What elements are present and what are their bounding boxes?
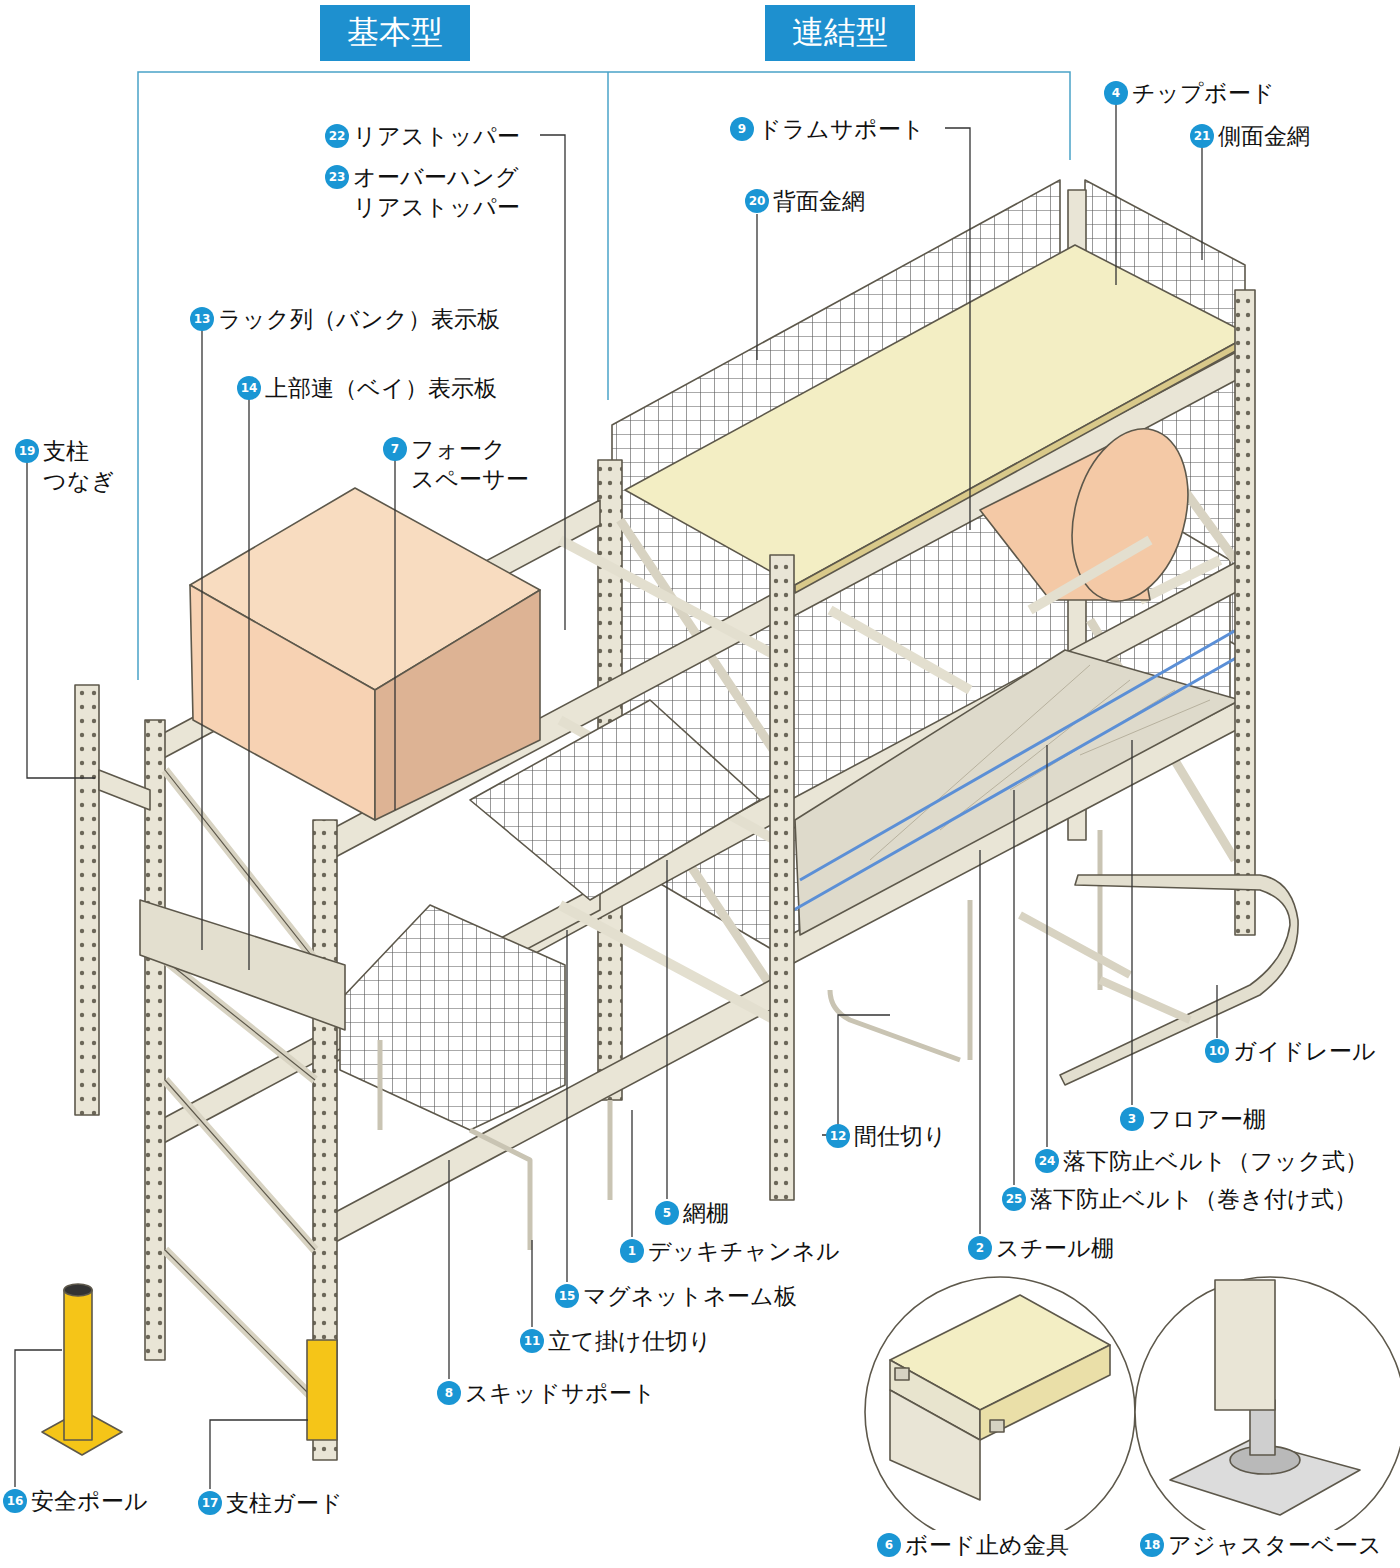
callout-number: 5 bbox=[655, 1201, 679, 1225]
part-name: 支柱ガード bbox=[226, 1488, 343, 1518]
callout: 5網棚 bbox=[655, 1198, 729, 1228]
type-header-box: 連結型 bbox=[765, 5, 915, 61]
callout-number: 4 bbox=[1104, 81, 1128, 105]
callout: 25落下防止ベルト（巻き付け式） bbox=[1002, 1184, 1357, 1214]
callout: 4チップボード bbox=[1104, 78, 1275, 108]
callout: 21側面金網 bbox=[1190, 121, 1310, 151]
part-name: 間仕切り bbox=[854, 1121, 947, 1151]
callout-number: 22 bbox=[325, 124, 349, 148]
callout-number: 12 bbox=[826, 1124, 850, 1148]
callout: 12間仕切り bbox=[826, 1121, 947, 1151]
callout: 24落下防止ベルト（フック式） bbox=[1035, 1146, 1368, 1176]
callout: 20背面金網 bbox=[745, 186, 865, 216]
part-name: フロアー棚 bbox=[1148, 1104, 1266, 1134]
callout-number: 14 bbox=[237, 376, 261, 400]
callout: 15マグネットネーム板 bbox=[555, 1281, 797, 1311]
callout-number: 19 bbox=[15, 439, 39, 463]
part-name: フォーク スペーサー bbox=[411, 434, 533, 494]
callout: 1デッキチャンネル bbox=[620, 1236, 840, 1266]
callout: 8スキッドサポート bbox=[437, 1378, 656, 1408]
callout-number: 3 bbox=[1120, 1107, 1144, 1131]
part-name: デッキチャンネル bbox=[648, 1236, 840, 1266]
callout-number: 11 bbox=[520, 1329, 544, 1353]
part-name: ドラムサポート bbox=[758, 114, 925, 144]
callout: 23オーバーハング リアストッパー bbox=[325, 162, 521, 222]
header-text: 連結型 bbox=[792, 11, 888, 55]
header-text: 基本型 bbox=[347, 11, 443, 55]
callout: 19支柱 つなぎ bbox=[15, 436, 117, 496]
callout-number: 15 bbox=[555, 1284, 579, 1308]
callout: 7フォーク スペーサー bbox=[383, 434, 533, 494]
callout: 6ボード止め金具 bbox=[877, 1530, 1069, 1560]
part-name: スキッドサポート bbox=[465, 1378, 656, 1408]
callout: 11立て掛け仕切り bbox=[520, 1326, 712, 1356]
callout: 10ガイドレール bbox=[1205, 1036, 1376, 1066]
callout-number: 18 bbox=[1140, 1533, 1164, 1557]
callout-number: 16 bbox=[3, 1489, 27, 1513]
part-name: 落下防止ベルト（巻き付け式） bbox=[1030, 1184, 1357, 1214]
callout-number: 24 bbox=[1035, 1149, 1059, 1173]
part-name: 背面金網 bbox=[773, 186, 865, 216]
callout: 2スチール棚 bbox=[968, 1233, 1114, 1263]
part-name: 安全ポール bbox=[31, 1486, 148, 1516]
part-name: ラック列（バンク）表示板 bbox=[218, 304, 500, 334]
part-name: リアストッパー bbox=[353, 121, 520, 151]
part-name: チップボード bbox=[1132, 78, 1275, 108]
callout: 17支柱ガード bbox=[198, 1488, 343, 1518]
callout: 9ドラムサポート bbox=[730, 114, 925, 144]
callout-number: 21 bbox=[1190, 124, 1214, 148]
part-name: アジャスターベース bbox=[1168, 1530, 1382, 1560]
part-name: 支柱 つなぎ bbox=[43, 436, 117, 496]
callout-number: 9 bbox=[730, 117, 754, 141]
callout: 22リアストッパー bbox=[325, 121, 520, 151]
part-name: 網棚 bbox=[683, 1198, 729, 1228]
callout: 14上部連（ベイ）表示板 bbox=[237, 373, 497, 403]
callout: 18アジャスターベース bbox=[1140, 1530, 1382, 1560]
part-name: マグネットネーム板 bbox=[583, 1281, 797, 1311]
callout-number: 6 bbox=[877, 1533, 901, 1557]
callout-number: 23 bbox=[325, 165, 349, 189]
part-name: スチール棚 bbox=[996, 1233, 1114, 1263]
callout-number: 13 bbox=[190, 307, 214, 331]
callout-number: 25 bbox=[1002, 1187, 1026, 1211]
callout-number: 2 bbox=[968, 1236, 992, 1260]
callout: 3フロアー棚 bbox=[1120, 1104, 1266, 1134]
part-name: オーバーハング リアストッパー bbox=[353, 162, 521, 222]
callout-number: 1 bbox=[620, 1239, 644, 1263]
callout-number: 7 bbox=[383, 437, 407, 461]
callout: 16安全ポール bbox=[3, 1486, 148, 1516]
part-name: 側面金網 bbox=[1218, 121, 1310, 151]
part-name: 立て掛け仕切り bbox=[548, 1326, 712, 1356]
callout-number: 8 bbox=[437, 1381, 461, 1405]
callout: 13ラック列（バンク）表示板 bbox=[190, 304, 500, 334]
callout-number: 17 bbox=[198, 1491, 222, 1515]
part-name: ガイドレール bbox=[1233, 1036, 1376, 1066]
type-header-box: 基本型 bbox=[320, 5, 470, 61]
part-name: 落下防止ベルト（フック式） bbox=[1063, 1146, 1368, 1176]
part-name: 上部連（ベイ）表示板 bbox=[265, 373, 497, 403]
callout-number: 10 bbox=[1205, 1039, 1229, 1063]
callout-number: 20 bbox=[745, 189, 769, 213]
part-name: ボード止め金具 bbox=[905, 1530, 1069, 1560]
